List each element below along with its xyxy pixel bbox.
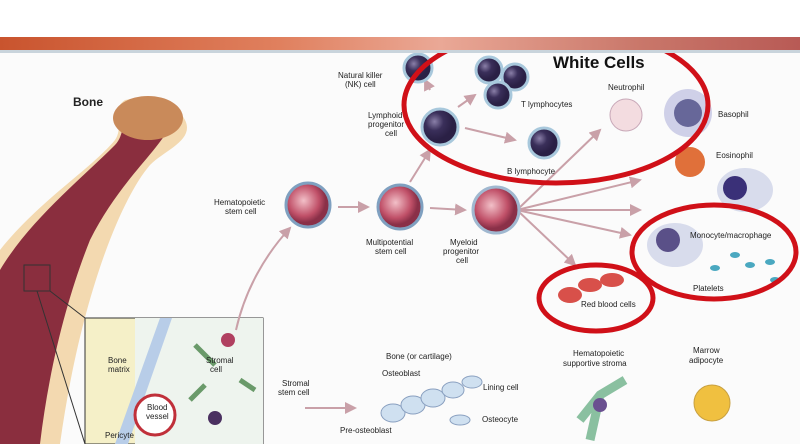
label-bone: Bone	[73, 95, 103, 109]
label-osteoblast: Osteoblast	[382, 369, 421, 378]
label-bone-cartilage: Bone (or cartilage)	[386, 352, 452, 361]
marrow-inset	[84, 317, 264, 444]
cells	[284, 53, 780, 441]
label-neutrophil: Neutrophil	[608, 83, 645, 92]
label-eosinophil: Eosinophil	[716, 151, 753, 160]
divider	[0, 50, 800, 53]
label-t-lymphocytes: T lymphocytes	[521, 100, 572, 109]
accent-bar	[0, 37, 800, 50]
label-nk-cell: Natural killer(NK) cell	[338, 71, 383, 89]
slide-header	[0, 0, 800, 37]
label-pre-osteoblast: Pre-osteoblast	[340, 426, 392, 435]
lineage-arrows	[235, 78, 642, 414]
label-b-lymphocyte: B lymphocyte	[507, 167, 556, 176]
label-basophil: Basophil	[718, 110, 749, 119]
white-cells-title: White Cells	[553, 53, 645, 72]
bone-illustration	[0, 96, 187, 444]
label-monocyte-macrophage: Monocyte/macrophage	[690, 231, 772, 240]
label-red-blood-cells: Red blood cells	[581, 300, 636, 309]
label-pericyte: Pericyte	[105, 431, 134, 440]
label-platelets: Platelets	[693, 284, 724, 293]
label-lining-cell: Lining cell	[483, 383, 519, 392]
label-osteocyte: Osteocyte	[482, 415, 519, 424]
highlight-rings	[401, 53, 799, 334]
